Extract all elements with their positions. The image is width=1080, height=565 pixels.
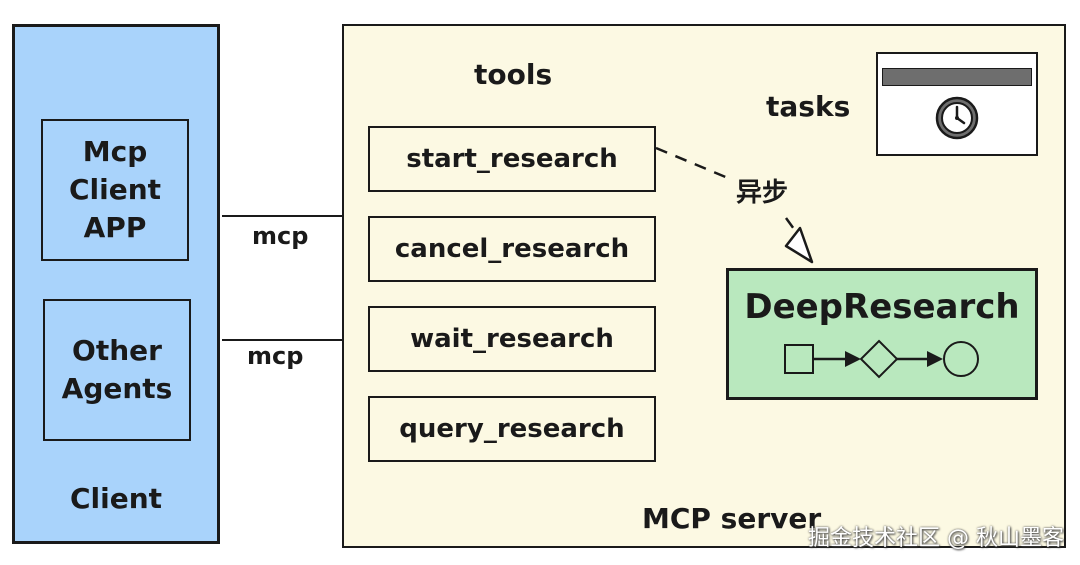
mcp-client-app-box: Mcp Client APP xyxy=(41,119,189,261)
tasks-label: tasks xyxy=(766,90,851,123)
other-agents-box: Other Agents xyxy=(43,299,191,441)
mcp-connector-label-1: mcp xyxy=(252,222,309,250)
tool-start-research-label: start_research xyxy=(406,144,618,174)
client-panel: Mcp Client APP Other Agents Client xyxy=(12,24,220,544)
other-agents-label: Other Agents xyxy=(61,334,173,405)
mcp-connector-line-2 xyxy=(222,339,342,341)
tool-start-research: start_research xyxy=(368,126,656,192)
circle-icon xyxy=(943,341,979,377)
async-label: 异步 xyxy=(736,178,789,208)
arrow-right-icon xyxy=(813,351,861,367)
square-icon xyxy=(784,344,814,374)
flow-diagram xyxy=(784,339,979,379)
mcp-connector-label-2: mcp xyxy=(247,342,304,370)
tool-query-research: query_research xyxy=(368,396,656,462)
tasks-card xyxy=(876,52,1038,156)
watermark: 掘金技术社区 @ 秋山墨客 xyxy=(808,526,1064,551)
arrow-right-icon xyxy=(897,351,943,367)
deep-research-title: DeepResearch xyxy=(744,287,1020,327)
diamond-icon xyxy=(859,339,899,379)
tool-cancel-research: cancel_research xyxy=(368,216,656,282)
client-panel-label: Client xyxy=(69,482,163,515)
clock-icon xyxy=(935,96,979,140)
tool-cancel-research-label: cancel_research xyxy=(394,234,630,264)
tool-query-research-label: query_research xyxy=(399,414,625,444)
mcp-connector-line-1 xyxy=(222,215,342,217)
tool-wait-research-label: wait_research xyxy=(410,324,614,354)
mcp-server-label: MCP server xyxy=(642,502,822,535)
tasks-card-header-bar xyxy=(882,68,1032,86)
mcp-client-app-label: Mcp Client APP xyxy=(68,135,162,244)
deep-research-box: DeepResearch xyxy=(726,268,1038,400)
mcp-server-panel: tools start_research cancel_research wai… xyxy=(342,24,1066,548)
tool-wait-research: wait_research xyxy=(368,306,656,372)
tools-label: tools xyxy=(474,58,553,91)
